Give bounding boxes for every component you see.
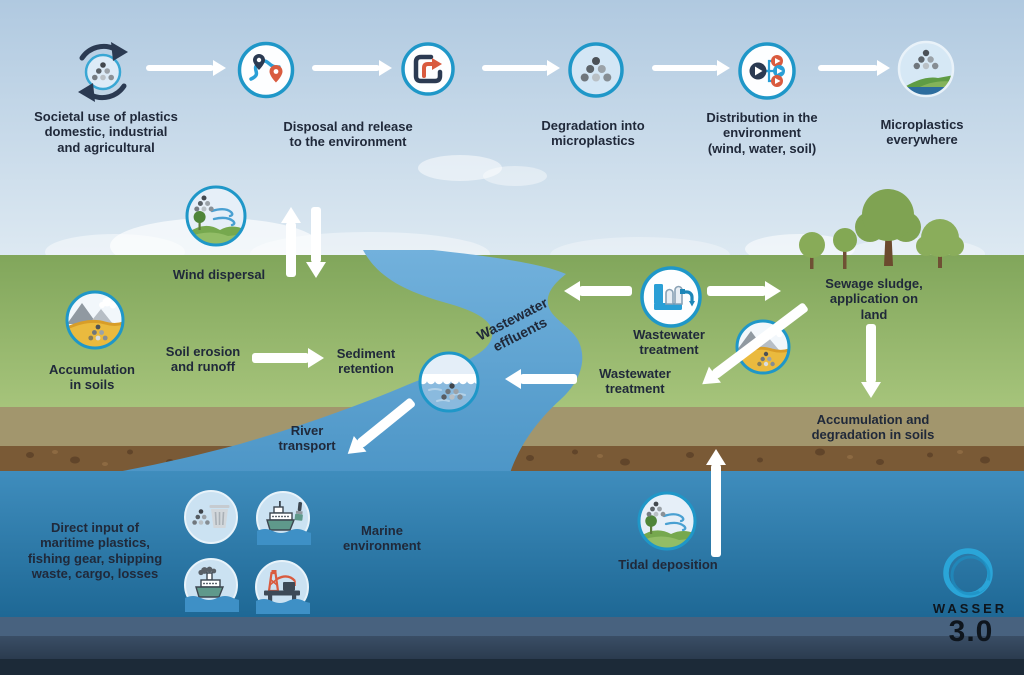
waste-bin-icon — [183, 489, 239, 545]
river-microplastics-icon — [417, 350, 481, 414]
tidal-up-arrow — [706, 449, 726, 557]
label-accumulation-degradation: Accumulation and degradation in soils — [811, 412, 935, 443]
distribution-network-icon — [737, 41, 797, 101]
label-wind-dispersal: Wind dispersal — [172, 267, 266, 282]
label-wastewater-treatment-lower: Wastewater treatment — [599, 366, 671, 397]
label-disposal-release: Disposal and release to the environment — [283, 119, 413, 150]
ocean-band-deep — [0, 659, 1024, 675]
river — [112, 250, 583, 473]
label-tidal-deposition: Tidal deposition — [618, 557, 718, 572]
label-marine-environment: Marine environment — [342, 523, 422, 554]
flow-arrow-2 — [312, 60, 392, 76]
ship-paintbrush-icon — [255, 490, 311, 546]
label-sewage-sludge: Sewage sludge, application on land — [825, 276, 923, 322]
ocean-band-slate — [0, 617, 1024, 636]
release-export-icon — [400, 41, 456, 97]
label-direct-input: Direct input of maritime plastics, fishi… — [27, 520, 163, 581]
effluent-to-river-arrow — [564, 281, 632, 301]
microplastics-landscape-icon — [896, 39, 956, 99]
flow-arrow-3 — [482, 60, 560, 76]
wind-up-arrow — [281, 207, 301, 277]
steamship-icon — [183, 557, 239, 613]
label-wastewater-treatment-upper: Wastewater treatment — [633, 327, 705, 358]
wasser-logo-name: WASSER — [932, 601, 1008, 616]
label-societal-use: Societal use of plastics domestic, indus… — [34, 109, 178, 155]
wasser-logo-version: 3.0 — [948, 615, 994, 648]
label-sediment-retention: Sediment retention — [336, 346, 396, 377]
soil-erosion-arrow — [252, 348, 324, 368]
microplastic-particles-icon — [567, 41, 625, 99]
ocean-band-navy — [0, 636, 1024, 659]
tidal-deposition-icon — [636, 490, 698, 552]
ocean — [0, 471, 1024, 617]
flow-arrow-5 — [818, 60, 890, 76]
label-soil-erosion: Soil erosion and runoff — [165, 344, 241, 375]
label-river-transport: River transport — [278, 423, 336, 454]
label-accumulation-in-soils: Accumulation in soils — [49, 362, 135, 393]
wastewater-treatment-plant-icon — [639, 265, 703, 329]
label-degradation: Degradation into microplastics — [541, 118, 645, 149]
treatment-to-river-arrow — [505, 369, 577, 389]
wind-down-arrow — [306, 207, 326, 278]
label-microplastics-everywhere: Microplastics everywhere — [880, 117, 964, 148]
oil-platform-icon — [254, 559, 310, 615]
wind-dispersal-icon — [184, 184, 248, 248]
wasser-logo-ring-icon — [936, 542, 1000, 606]
trees — [799, 189, 964, 269]
flow-arrow-1 — [146, 60, 226, 76]
sludge-to-soil-arrow — [861, 324, 881, 398]
sky — [0, 0, 1024, 257]
plastics-use-cycle-icon — [68, 37, 138, 107]
label-distribution: Distribution in the environment (wind, w… — [706, 110, 818, 156]
flow-arrow-4 — [652, 60, 730, 76]
plant-to-sludge-arrow — [707, 281, 781, 301]
disposal-route-pins-icon — [236, 40, 296, 100]
soil-accumulation-icon — [64, 289, 126, 351]
